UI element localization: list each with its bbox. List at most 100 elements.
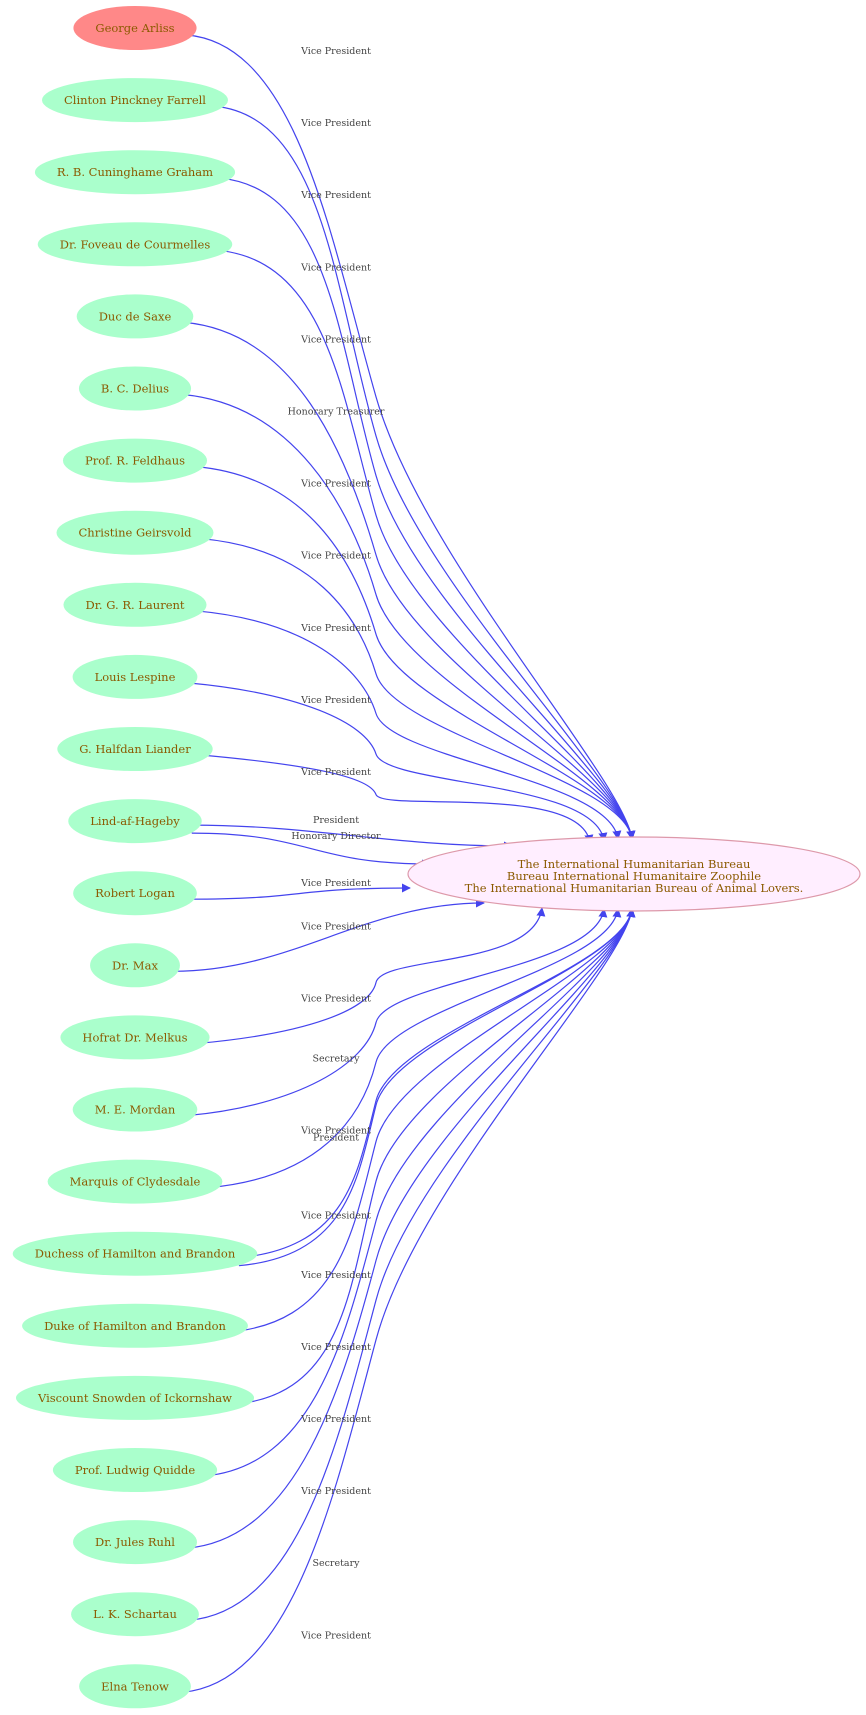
edge-line xyxy=(198,907,546,1044)
node-person[interactable]: Prof. Ludwig Quidde xyxy=(52,1448,218,1492)
node-shape xyxy=(56,510,214,555)
node-person[interactable]: Clinton Pinckney Farrell xyxy=(42,78,228,123)
edge-line xyxy=(196,466,636,840)
node-shape xyxy=(78,366,192,411)
edge-label: Vice President xyxy=(300,479,371,490)
node-person[interactable]: Hofrat Dr. Melkus xyxy=(60,1015,210,1060)
center-label-line-3: The International Humanitarian Bureau of… xyxy=(465,881,804,895)
node-label: Dr. Max xyxy=(112,958,158,972)
node-person[interactable]: R. B. Cuninghame Graham xyxy=(34,150,236,195)
node-person[interactable]: G. Halfdan Liander xyxy=(57,727,213,771)
edge-line xyxy=(182,908,636,1693)
edge-label: Vice President xyxy=(300,118,371,129)
node-shape xyxy=(12,1231,258,1276)
node-person[interactable]: B. C. Delius xyxy=(78,366,192,411)
node-label: L. K. Schartau xyxy=(93,1607,177,1621)
node-shape xyxy=(34,150,236,195)
node-person[interactable]: Viscount Snowden of Ickornshaw xyxy=(15,1375,255,1420)
node-person[interactable]: George Arliss xyxy=(73,6,197,50)
center-label-line-1: The International Humanitarian Bureau xyxy=(518,857,751,871)
node-label: M. E. Mordan xyxy=(95,1103,176,1117)
edge-line xyxy=(217,249,636,840)
edge-line xyxy=(173,898,485,972)
node-label: Prof. R. Feldhaus xyxy=(85,454,185,468)
node-shape xyxy=(42,78,228,123)
node-shape xyxy=(76,294,194,339)
node-person[interactable]: Duke of Hamilton and Brandon xyxy=(22,1303,248,1348)
node-person[interactable]: Christine Geirsvold xyxy=(56,510,214,555)
node-shape xyxy=(22,1303,248,1348)
node-label: Elna Tenow xyxy=(101,1679,169,1693)
node-label: George Arliss xyxy=(95,21,174,35)
node-shape xyxy=(47,1159,223,1204)
node-label: Dr. G. R. Laurent xyxy=(85,598,184,612)
edge-line xyxy=(201,754,594,844)
edge-line xyxy=(191,832,431,869)
node-person[interactable]: L. K. Schartau xyxy=(71,1592,199,1637)
node-label: Marquis of Clydesdale xyxy=(70,1175,201,1189)
node-person[interactable]: Robert Logan xyxy=(73,871,197,916)
edge-label: Vice President xyxy=(300,262,371,273)
node-shape xyxy=(57,727,213,771)
node-person[interactable]: Louis Lespine xyxy=(72,654,198,699)
node-label: Viscount Snowden of Ickornshaw xyxy=(37,1391,232,1405)
node-person[interactable]: Dr. G. R. Laurent xyxy=(63,582,207,627)
node-person[interactable]: Elna Tenow xyxy=(79,1664,191,1709)
node-label: Lind-af-Hageby xyxy=(90,814,180,828)
node-shape xyxy=(68,799,202,844)
node-label: Christine Geirsvold xyxy=(79,526,193,540)
node-label: R. B. Cuninghame Graham xyxy=(57,165,213,179)
node-person[interactable]: Dr. Jules Ruhl xyxy=(73,1520,197,1565)
edge-line xyxy=(201,538,636,840)
node-person[interactable]: Duc de Saxe xyxy=(76,294,194,339)
node-label: Louis Lespine xyxy=(95,670,176,684)
edge-label: Vice President xyxy=(300,1342,371,1353)
edge-label: Honorary Treasurer xyxy=(288,407,385,418)
center-node-organization[interactable]: The International Humanitarian Bureau Bu… xyxy=(407,836,861,912)
edge-label: Vice President xyxy=(300,993,371,1004)
node-person[interactable]: Dr. Foveau de Courmelles xyxy=(37,222,233,267)
edge-label: President xyxy=(313,815,359,826)
edge-line xyxy=(182,393,636,840)
node-person[interactable]: M. E. Mordan xyxy=(72,1087,198,1132)
node-person[interactable]: Prof. R. Feldhaus xyxy=(62,438,208,483)
node-shape xyxy=(62,438,208,483)
edge-line xyxy=(184,321,636,840)
edge-label: Vice President xyxy=(300,695,371,706)
node-shape xyxy=(71,1592,199,1637)
edge-label: Honorary Director xyxy=(291,831,381,842)
node-shape xyxy=(72,654,198,699)
node-shape xyxy=(52,1448,218,1492)
node-person[interactable]: Dr. Max xyxy=(90,943,180,988)
edge-label: Vice President xyxy=(300,1414,371,1425)
node-person[interactable]: Lind-af-Hageby xyxy=(68,799,202,844)
edges-layer xyxy=(173,34,636,1693)
node-shape xyxy=(79,1664,191,1709)
edge-line xyxy=(213,105,636,840)
edge-line xyxy=(187,908,636,1549)
edge-line xyxy=(187,682,608,842)
edge-line xyxy=(189,908,636,1621)
node-person[interactable]: Duchess of Hamilton and Brandon xyxy=(12,1231,258,1276)
node-label: Duke of Hamilton and Brandon xyxy=(44,1319,226,1333)
node-label: Dr. Jules Ruhl xyxy=(95,1535,175,1549)
edge-label: Vice President xyxy=(300,1126,371,1137)
node-label: G. Halfdan Liander xyxy=(79,742,191,756)
node-shape xyxy=(73,871,197,916)
edge-line xyxy=(195,610,622,840)
node-label: Duc de Saxe xyxy=(99,309,172,323)
edge-label: Vice President xyxy=(300,921,371,932)
node-shape xyxy=(72,1087,198,1132)
edge-label: Vice President xyxy=(300,1270,371,1281)
edge-line xyxy=(230,908,636,1333)
edge-line xyxy=(219,177,636,840)
edge-label: Vice President xyxy=(300,551,371,562)
node-person[interactable]: Marquis of Clydesdale xyxy=(47,1159,223,1204)
edge-label: Vice President xyxy=(300,1630,371,1641)
edge-label: Vice President xyxy=(300,623,371,634)
node-shape xyxy=(60,1015,210,1060)
edge-label: Vice President xyxy=(300,767,371,778)
node-label: Robert Logan xyxy=(95,886,175,900)
